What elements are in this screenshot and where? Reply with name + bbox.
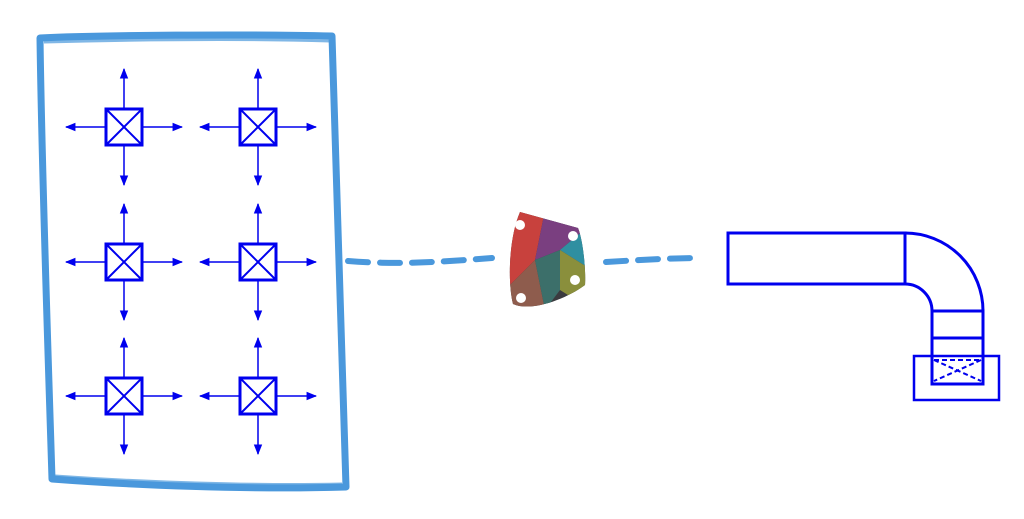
air-diffuser-icon xyxy=(198,67,318,187)
air-diffuser-icon xyxy=(64,67,184,187)
diffuser-x-mark xyxy=(933,359,982,382)
air-diffuser-icon xyxy=(64,336,184,456)
dynamo-logo-icon xyxy=(509,212,586,307)
air-diffuser-icon xyxy=(198,336,318,456)
duct-elbow-fitting-icon xyxy=(726,231,1001,402)
dashed-connector-left xyxy=(345,255,495,266)
diffuser-grid xyxy=(64,67,318,456)
air-diffuser-icon xyxy=(198,202,318,322)
diffuser-grid-frame xyxy=(36,31,350,492)
air-diffuser-icon xyxy=(64,202,184,322)
dashed-connector-right xyxy=(603,255,703,265)
